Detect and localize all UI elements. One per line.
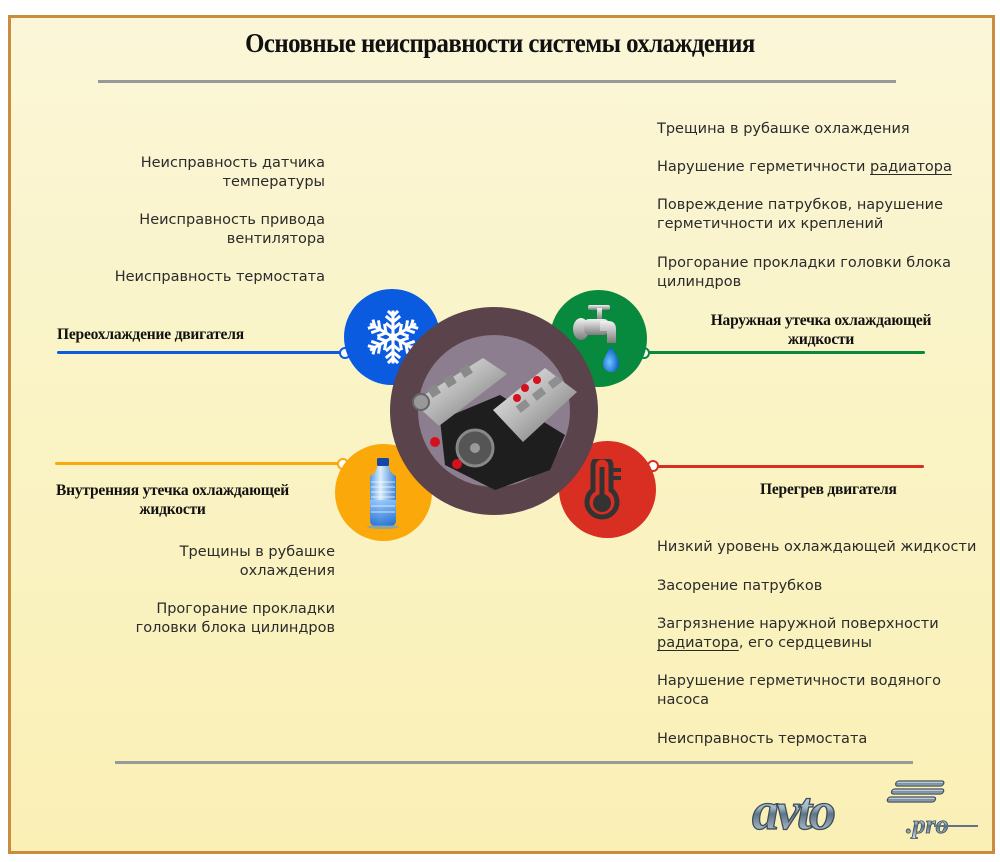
- bottom-divider: [115, 761, 913, 764]
- overheating-item-2: Засорение патрубков: [657, 578, 823, 594]
- logo-main-text: avto: [752, 781, 835, 841]
- top-divider: [98, 80, 896, 83]
- thermometer-icon: [584, 459, 621, 520]
- overcooling-heading: Переохлаждение двигателя: [57, 326, 244, 343]
- external-leak-connector-line: [645, 351, 925, 354]
- overheating-heading: Перегрев двигателя: [760, 481, 897, 498]
- radiator-link[interactable]: радиатора: [870, 159, 952, 175]
- internal-leak-item-2: Прогорание прокладки головки блока цилин…: [135, 601, 335, 636]
- overheating-item-4: Нарушение герметичности водяного насоса: [657, 673, 942, 708]
- avto-pro-logo: avto .pro: [751, 780, 978, 842]
- overcooling-item-1: Неисправность датчика температуры: [140, 155, 325, 190]
- overheating-connector-line: [655, 465, 924, 468]
- overheating-item-1: Низкий уровень охлаждающей жидкости: [657, 539, 977, 555]
- water-tap-icon: [573, 305, 619, 372]
- external-leak-item-1: Трещина в рубашке охлаждения: [657, 121, 910, 137]
- overheating-item-3-rest: , его сердцевины: [738, 635, 872, 651]
- engine-icon: [412, 358, 577, 490]
- internal-leak-item-1: Трещины в рубашке охлаждения: [179, 544, 335, 579]
- external-leak-item-2: Нарушение герметичности радиатора: [657, 158, 957, 177]
- overheating-item-5: Неисправность термостата: [657, 731, 868, 747]
- overheating-item-3: Загрязнение наружной поверхности радиато…: [657, 615, 957, 653]
- water-bottle-icon: [367, 458, 399, 529]
- external-leak-heading: Наружная утечка охлаждающей жидкости: [710, 312, 932, 348]
- overcooling-item-2: Неисправность привода вентилятора: [139, 212, 325, 247]
- page-title: Основные неисправности системы охлаждени…: [245, 28, 755, 58]
- external-leak-item-4: Прогорание прокладки головки блока цилин…: [657, 255, 951, 290]
- external-leak-item-2-text: Нарушение герметичности: [657, 159, 871, 175]
- radiator-link-2[interactable]: радиатора: [657, 635, 739, 651]
- overcooling-connector-line: [57, 351, 343, 354]
- external-leak-item-3: Повреждение патрубков, нарушение гермети…: [657, 197, 943, 232]
- snowflake-icon: [366, 309, 420, 364]
- logo-suffix-text: .pro: [906, 810, 949, 839]
- internal-leak-heading: Внутренняя утечка охлаждающей жидкости: [55, 482, 290, 518]
- overheating-item-3-line1: Загрязнение наружной поверхности: [657, 616, 939, 632]
- overcooling-item-3: Неисправность термостата: [114, 269, 325, 285]
- internal-leak-connector-line: [55, 462, 339, 465]
